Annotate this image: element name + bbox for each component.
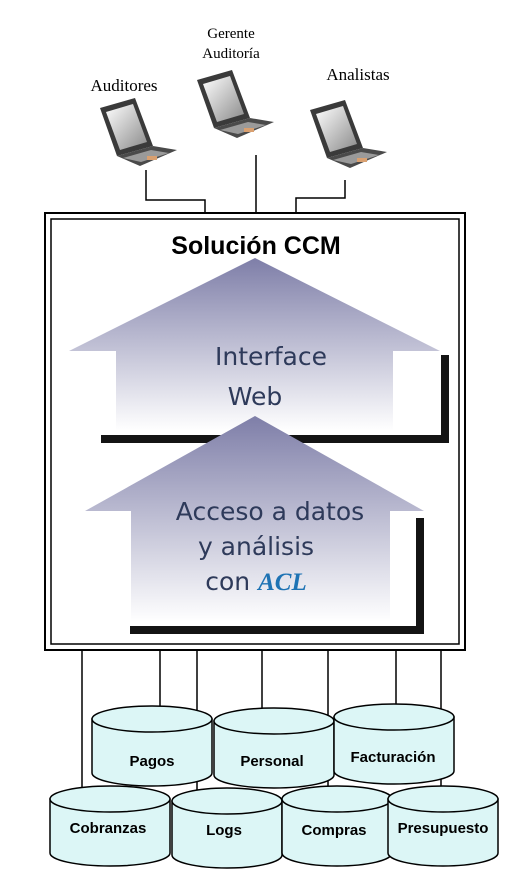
db-cylinder-presupuesto [387, 785, 499, 867]
laptop-icon-auditores [100, 98, 177, 166]
db-label-logs: Logs [206, 822, 242, 839]
acl-brand-label: ACL [256, 569, 307, 596]
db-cylinder-cobranzas [49, 785, 171, 867]
laptop-icon-analistas [310, 100, 387, 168]
label-gerente-line1: Gerente [207, 26, 255, 42]
db-label-presupuesto: Presupuesto [398, 820, 489, 837]
db-cylinder-facturacion [333, 703, 455, 785]
db-label-personal: Personal [240, 753, 303, 770]
db-label-compras: Compras [301, 822, 366, 839]
db-label-cobranzas: Cobranzas [70, 820, 147, 837]
label-auditores: Auditores [90, 76, 157, 95]
solution-title: Solución CCM [171, 232, 340, 260]
interface-text-line1: Interface [215, 342, 327, 371]
interface-text-line2: Web [228, 382, 283, 411]
db-cylinder-compras [281, 785, 393, 867]
db-cylinder-personal [213, 707, 335, 789]
data-access-arrow [85, 416, 424, 634]
db-label-pagos: Pagos [129, 753, 174, 770]
label-gerente-line2: Auditoría [202, 46, 260, 62]
user-connection-lines [145, 155, 346, 215]
access-text-con: con [205, 567, 250, 596]
label-analistas: Analistas [326, 65, 389, 84]
interface-web-arrow [69, 258, 449, 443]
db-cylinder-pagos [91, 705, 213, 787]
access-text-line2: y análisis [198, 532, 314, 561]
db-cylinder-logs [171, 787, 283, 869]
laptop-icon-gerente [197, 70, 274, 138]
access-text-line1: Acceso a datos [176, 497, 364, 526]
db-label-facturacion: Facturación [350, 749, 435, 766]
access-text-line3: con ACL [205, 567, 306, 596]
